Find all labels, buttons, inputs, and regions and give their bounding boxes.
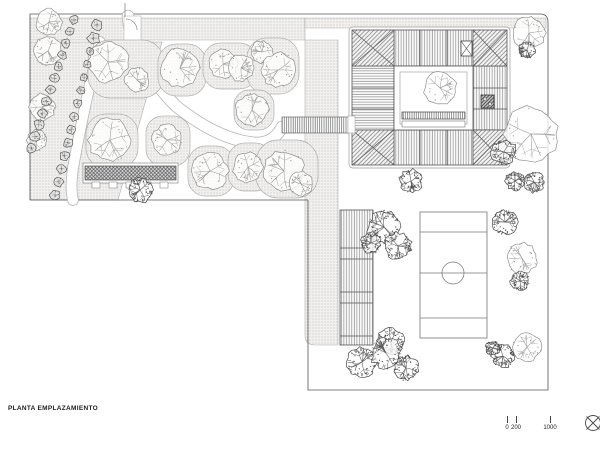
scale-tick-mark [516, 416, 517, 423]
tree [511, 332, 543, 362]
tree-dense [485, 340, 502, 356]
tree-dense [398, 168, 423, 194]
bush [49, 72, 61, 83]
bush [28, 130, 41, 142]
tree-dense [384, 230, 413, 260]
bush [53, 177, 65, 188]
bush [48, 190, 60, 201]
bush [69, 14, 79, 26]
tree-dense [518, 41, 537, 59]
bush [80, 73, 89, 82]
bush [55, 164, 68, 175]
bush [59, 151, 71, 162]
bush [41, 96, 53, 106]
tree [423, 71, 458, 105]
utility-box [480, 94, 495, 109]
bush [54, 61, 63, 72]
tree-dense [490, 139, 517, 165]
tree [507, 241, 538, 275]
north-arrow-icon [585, 415, 600, 431]
bush [64, 26, 75, 36]
tree-dense [360, 231, 382, 254]
tree [289, 170, 313, 197]
tree [228, 54, 255, 82]
bush [86, 31, 100, 45]
pergola [82, 162, 179, 189]
tree [232, 151, 265, 184]
tree [151, 123, 182, 156]
tree [260, 51, 297, 88]
tree [234, 92, 270, 128]
court-center-circle [441, 261, 465, 285]
building-entrance [347, 115, 356, 134]
bush [75, 86, 86, 95]
bush [68, 112, 80, 122]
bush [66, 124, 77, 135]
tree-dense [370, 336, 403, 370]
scale-tick-label: 0 [505, 425, 509, 431]
scale-tick-label: 200 [510, 425, 522, 431]
plan-title: PLANTA EMPLAZAMIENTO [8, 405, 99, 412]
bush [90, 18, 103, 32]
canopy-walkway [339, 209, 374, 346]
tree [191, 151, 230, 190]
courtyard-bench [401, 111, 466, 120]
bush [63, 137, 74, 148]
bush [86, 46, 95, 56]
bush [44, 85, 57, 95]
tree-dense [346, 346, 379, 378]
sports-court [419, 211, 488, 339]
scale-tick-label: 1000 [543, 425, 557, 431]
bush [36, 108, 49, 119]
tree [86, 40, 130, 84]
tree [160, 47, 201, 88]
scale-tick-mark [550, 416, 551, 423]
tree-dense [504, 171, 525, 192]
bush [33, 119, 45, 131]
tree [502, 105, 559, 163]
bush [61, 38, 71, 49]
bush [56, 50, 67, 60]
tree [123, 66, 150, 93]
footbridge [281, 116, 351, 134]
bush-rows [26, 14, 103, 201]
tree-dense [523, 171, 545, 194]
tree [86, 117, 132, 162]
tree-dense [127, 176, 154, 204]
scale-tick-mark [507, 416, 508, 423]
tree [35, 7, 64, 36]
tree-dense [509, 270, 530, 292]
bush [26, 143, 37, 154]
tree-dense [492, 209, 519, 236]
bush [73, 99, 83, 109]
tree [33, 36, 64, 66]
tree-dense [393, 354, 420, 382]
bush [83, 59, 92, 68]
